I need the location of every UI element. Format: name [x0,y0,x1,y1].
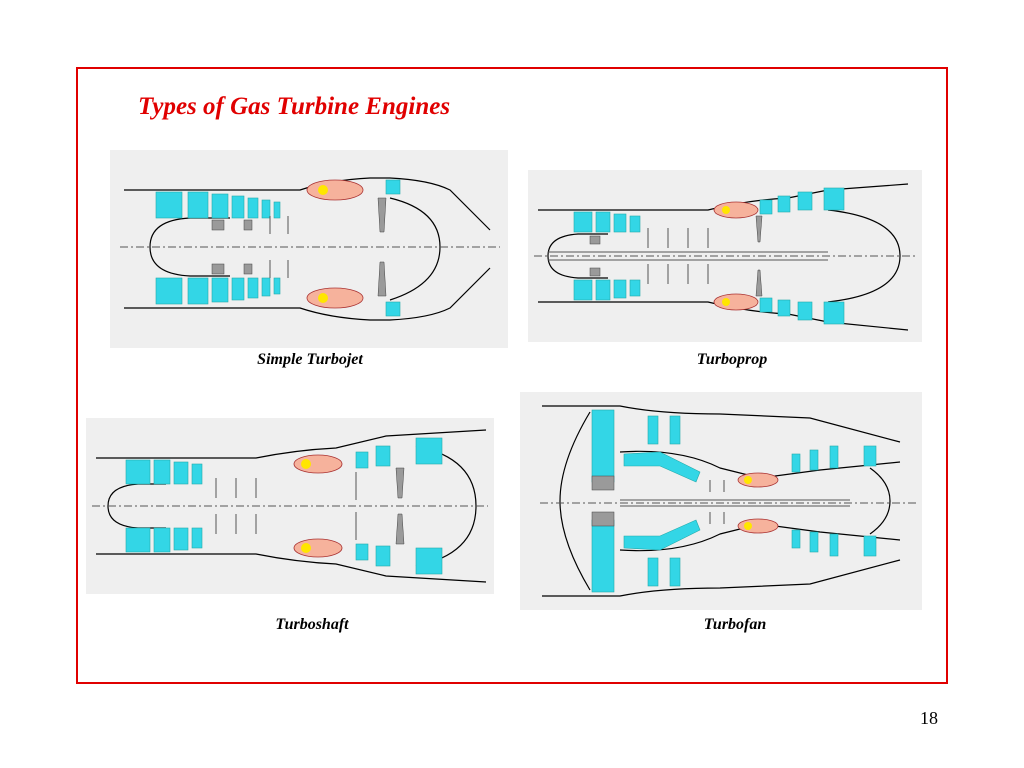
page-number: 18 [920,708,938,728]
turboprop-diagram [528,170,922,342]
turboprop-engine-drawing [534,183,916,331]
turbojet-engine-drawing [120,177,500,321]
caption-simple-turbojet: Simple Turbojet [257,351,363,368]
turboshaft-diagram [86,418,494,594]
turbofan-engine-drawing [540,405,916,597]
turboshaft-engine-drawing [92,429,488,583]
turbojet-diagram [110,150,508,348]
caption-turboprop: Turboprop [696,351,768,368]
slide-frame [76,67,948,684]
caption-turbofan: Turbofan [703,616,767,633]
caption-turboshaft: Turboshaft [275,616,349,633]
slide-title: Types of Gas Turbine Engines [138,93,451,120]
turbofan-diagram [520,392,922,610]
